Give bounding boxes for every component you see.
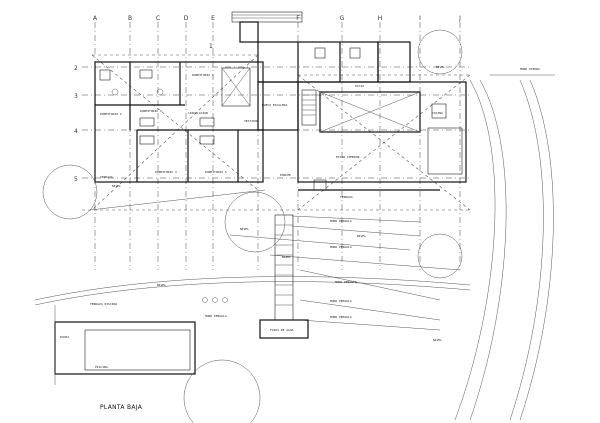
label-muro-piedra: MURO PIEDRA [520, 67, 540, 71]
room-circulacion: CIRCULACION [188, 111, 208, 115]
room-terraza-right: TERRAZA [340, 195, 353, 199]
grid-label-i: I [419, 15, 421, 22]
room-estar-comedor: ESTAR COMEDOR [336, 155, 360, 159]
label-nivel-1: NIVEL [112, 184, 121, 188]
room-patio: PATIO [355, 84, 364, 88]
grid-label-g: G [340, 15, 345, 22]
room-piscina: PISCINA [95, 365, 108, 369]
label-muro-3: MURO PERGOLA [335, 280, 357, 284]
room-vestidor: VESTIDOR [244, 119, 259, 123]
label-muro-2: MURO PERGOLA [330, 245, 352, 249]
grid-label-f: F [296, 15, 300, 22]
grid-row-labels: 1 2 3 4 5 [74, 43, 213, 183]
label-nivel-7: NIVEL [240, 227, 249, 231]
room-terraza-piscina: TERRAZA PISCINA [90, 302, 117, 306]
drawing-title: PLANTA BAJA [100, 404, 143, 411]
grid-label-5: 5 [74, 176, 78, 183]
label-muro-5: MURO PERGOLA [330, 315, 352, 319]
roof-lines [82, 54, 471, 211]
grid-column-labels: A B C D E F G H I J [93, 15, 461, 22]
bedroom-wing [94, 61, 264, 183]
grid-label-b: B [128, 15, 132, 22]
pool [54, 297, 228, 385]
room-dormitorio-1: DORMITORIO 1 [192, 73, 214, 77]
label-nivel-2: NIVEL [282, 255, 291, 259]
room-labels: DORMITORIO 1 DORMITORIO 2 DORMITORIO 3 D… [60, 73, 443, 369]
label-nivel-6: NIVEL [433, 338, 442, 342]
room-dormitorio-5: DORMITORIO 5 [205, 170, 227, 174]
room-dormitorio-4: DORMITORIO 4 [155, 170, 177, 174]
grid-label-a: A [93, 15, 98, 22]
grid-label-2: 2 [74, 65, 78, 72]
grid-label-h: H [378, 15, 383, 22]
label-nivel-5: NIVEL [436, 65, 445, 69]
room-terraza: TERRAZA [100, 175, 113, 179]
upper-right-block [377, 41, 411, 83]
grid-label-j: J [458, 15, 461, 22]
label-muro-1: MURO PERGOLA [330, 219, 352, 223]
label-nivel-3: NIVEL [157, 283, 166, 287]
grid-label-1: 1 [209, 43, 213, 50]
site-curves [34, 74, 555, 421]
trees [42, 29, 463, 423]
room-dormitorio-3: DORMITORIO 3 [140, 109, 162, 113]
room-fosos: FOSOS DE AGUA [270, 328, 294, 332]
top-entrance [231, 11, 303, 43]
grid-label-4: 4 [74, 128, 78, 135]
label-muro-6: MURO PERGOLA [205, 314, 227, 318]
label-nivel-4: NIVEL [357, 234, 366, 238]
grid-label-d: D [184, 15, 189, 22]
room-porche: PORCHE [280, 173, 291, 177]
annotation-labels: NIVEL NIVEL NIVEL NIVEL NIVEL NIVEL NIVE… [112, 65, 540, 342]
grid-label-e: E [211, 15, 215, 22]
grid-label-c: C [156, 15, 160, 22]
room-dormitorio-2: DORMITORIO 2 [100, 112, 122, 116]
label-muro-4: MURO PERGOLA [330, 299, 352, 303]
room-cocina: COCINA [432, 111, 443, 115]
grid-label-3: 3 [74, 93, 78, 100]
grid-lines [82, 22, 470, 270]
room-hueco: HUECO ESCALERA [262, 103, 287, 107]
room-ducha: DUCHA [60, 335, 69, 339]
